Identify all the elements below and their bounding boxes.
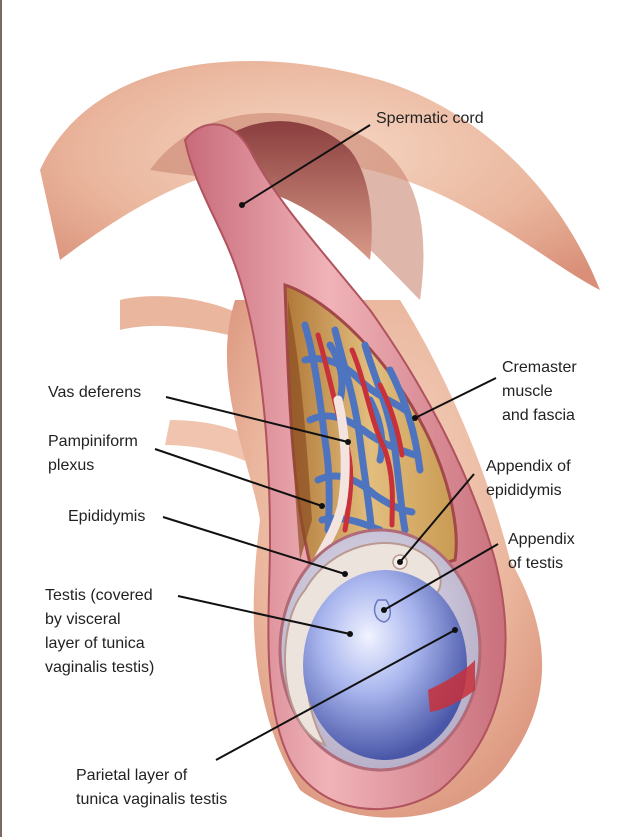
leader-epididymis <box>162 516 346 575</box>
label-epididymis: Epididymis <box>68 508 146 525</box>
label-testis: Testis (covered by visceral layer of tun… <box>45 587 155 676</box>
label-appendix-of-epididymis: Appendix of epididymis <box>486 458 571 499</box>
leader-lines <box>154 124 499 761</box>
leader-testis <box>177 595 351 635</box>
parietal-layer-band <box>428 660 475 712</box>
leader-dots <box>239 202 458 637</box>
label-parietal-layer: Parietal layer of tunica vaginalis testi… <box>76 767 228 808</box>
label-pampiniform-plexus: Pampiniform plexus <box>48 433 138 474</box>
leader-appendix-epididymis <box>399 473 475 563</box>
skin-fold-top <box>40 60 600 290</box>
leader-vas-deferens <box>165 396 349 443</box>
page-edge <box>0 0 2 837</box>
leader-appendix-testis <box>383 543 499 611</box>
leader-pampiniform <box>154 448 323 507</box>
vas-deferens-tube <box>313 395 350 565</box>
leader-spermatic-cord <box>241 124 371 206</box>
label-appendix-of-testis: Appendix of testis <box>508 531 575 572</box>
skin-fold-left <box>120 296 250 340</box>
leader-parietal <box>215 629 456 761</box>
label-vas-deferens: Vas deferens <box>48 384 142 401</box>
label-spermatic-cord: Spermatic cord <box>376 110 484 127</box>
label-cremaster-muscle-fascia: Cremaster muscle and fascia <box>502 359 577 424</box>
leader-cremaster <box>414 377 497 419</box>
testis-shape <box>303 570 467 760</box>
